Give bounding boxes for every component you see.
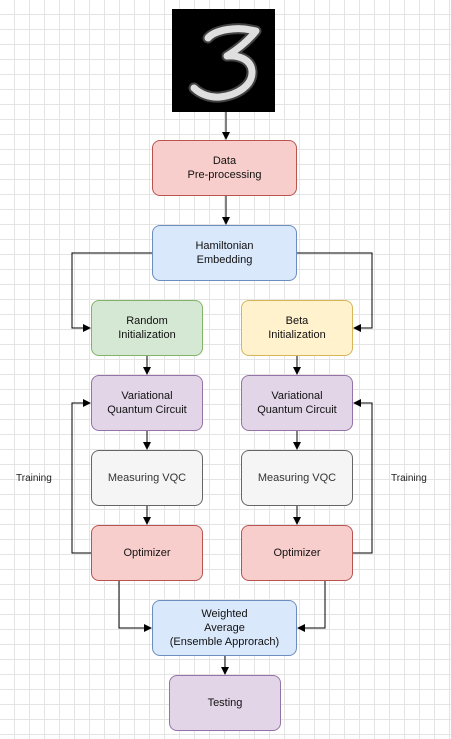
digit-three-drawing (188, 23, 262, 103)
training-label-left: Training (16, 473, 52, 484)
weighted-average-node: Weighted Average (Ensemble Approrach) (152, 600, 297, 656)
arrow-optimizer-right-to-average (297, 581, 326, 632)
data-preprocessing-node: Data Pre-processing (152, 140, 297, 196)
hamiltonian-embedding-node: Hamiltonian Embedding (152, 225, 297, 281)
measuring-vqc-left-node: Measuring VQC (91, 450, 203, 506)
arrow-optimizer-left-to-average (118, 581, 152, 632)
measuring-vqc-right-node: Measuring VQC (241, 450, 353, 506)
optimizer-right-node: Optimizer (241, 525, 353, 581)
arrow-training-loop-left (71, 399, 91, 554)
vqc-right-node: Variational Quantum Circuit (241, 375, 353, 431)
beta-initialization-node: Beta Initialization (241, 300, 353, 356)
optimizer-left-node: Optimizer (91, 525, 203, 581)
random-initialization-node: Random Initialization (91, 300, 203, 356)
mnist-digit-image (172, 9, 275, 112)
testing-node: Testing (169, 675, 281, 731)
arrow-training-loop-right (353, 399, 373, 554)
training-label-right: Training (391, 473, 427, 484)
vqc-left-node: Variational Quantum Circuit (91, 375, 203, 431)
